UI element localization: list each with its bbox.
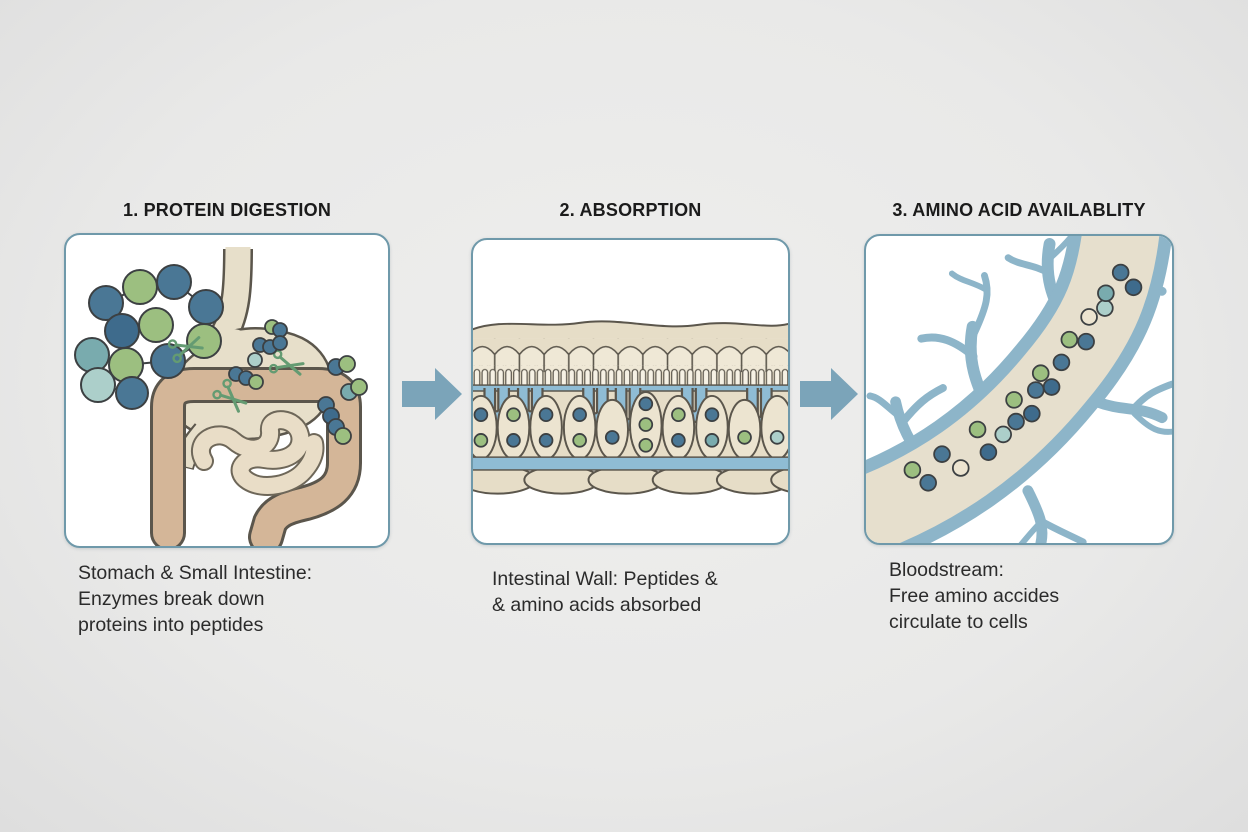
circulating-amino-acids (903, 263, 1143, 492)
step3-title: 3. AMINO ACID AVAILABLITY (892, 200, 1146, 220)
arrow-step2-to-step3 (800, 368, 858, 420)
step2-title: 2. ABSORPTION (559, 200, 702, 220)
digestive-tract-illustration (74, 246, 368, 546)
step1-caption: Stomach & Small Intestine: Enzymes break… (78, 562, 313, 636)
free-peptides (317, 355, 368, 445)
main-blood-vessel (866, 236, 1172, 543)
bloodstream-illustration (866, 236, 1172, 543)
step1-panel (64, 233, 390, 548)
right-arrow-icon (800, 368, 858, 420)
esophagus-icon (210, 246, 253, 343)
submucosa-scallops (473, 465, 788, 495)
basal-blood-vessel-band (473, 456, 788, 471)
brush-border-microvilli (473, 365, 788, 388)
small-intestine-icon (191, 410, 325, 496)
step1-title: 1. PROTEIN DIGESTION (122, 200, 332, 220)
epithelial-cells (473, 391, 788, 461)
arrow-step1-to-step2 (402, 368, 462, 420)
step2-caption: Intestinal Wall: Peptides & & amino acid… (492, 568, 718, 616)
intestinal-wall-illustration (473, 320, 788, 495)
step2-panel (471, 238, 790, 545)
step3-caption: Bloodstream: Free amino accides circulat… (889, 559, 1060, 633)
right-arrow-icon (402, 368, 462, 420)
peptides-in-stomach (228, 319, 288, 390)
step3-panel (864, 234, 1174, 545)
protein-chain-icon (74, 264, 224, 410)
